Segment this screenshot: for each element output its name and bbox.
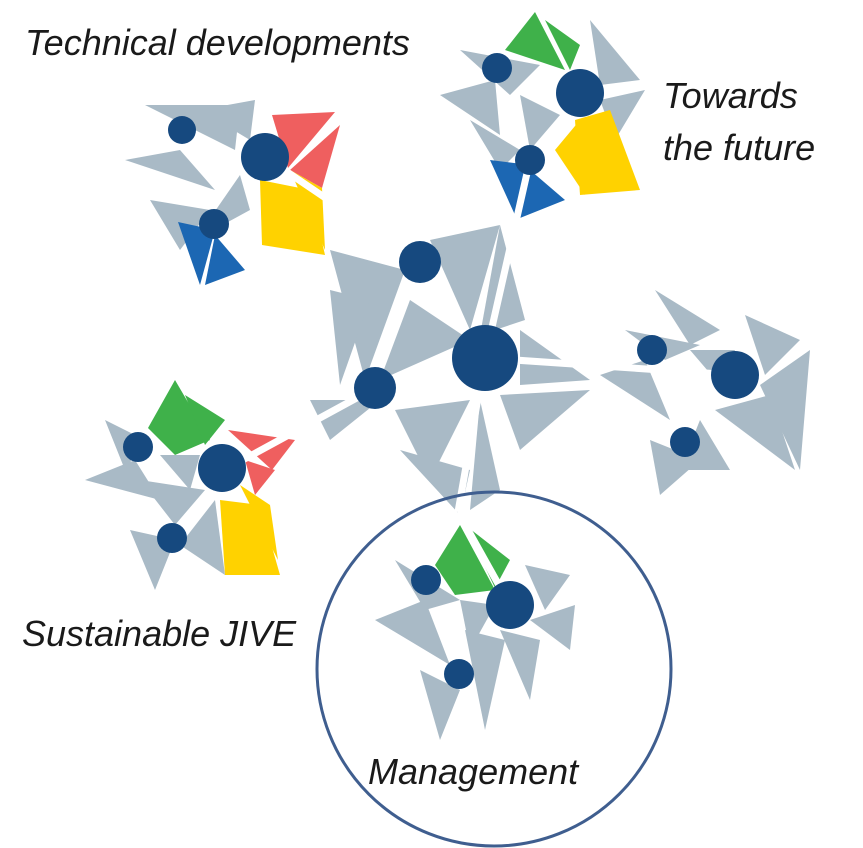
hub-node-left: [354, 367, 396, 409]
sustainable-yellow-wedge: [220, 500, 280, 575]
label-towards: Towards: [663, 75, 798, 116]
management-node-large: [486, 581, 534, 629]
technical-developments-cluster: [125, 100, 340, 285]
hub-node-center: [452, 325, 518, 391]
hub-node-top: [399, 241, 441, 283]
right-node-large: [711, 351, 759, 399]
nodes: [123, 53, 759, 689]
technical-node-medium: [199, 209, 229, 239]
towards-blue-wedge: [490, 160, 530, 215]
sustainable-node-large: [198, 444, 246, 492]
right-node-medium: [670, 427, 700, 457]
management-highlight-ring: [315, 490, 673, 848]
management-green-wedge: [435, 525, 495, 595]
label-the-future: the future: [663, 127, 815, 168]
towards-yellow-wedge: [575, 110, 640, 195]
technical-blue-wedge: [178, 222, 215, 285]
sustainable-jive-cluster: [85, 380, 295, 590]
label-management: Management: [368, 751, 580, 792]
towards-node-medium: [515, 145, 545, 175]
sustainable-node-small: [123, 432, 153, 462]
towards-node-large: [556, 69, 604, 117]
towards-future-cluster: [440, 12, 645, 220]
label-technical-developments: Technical developments: [25, 22, 410, 63]
towards-node-small: [482, 53, 512, 83]
technical-node-large: [241, 133, 289, 181]
label-sustainable-jive: Sustainable JIVE: [22, 613, 297, 654]
technical-node-small: [168, 116, 196, 144]
right-node-small: [637, 335, 667, 365]
sustainable-node-medium: [157, 523, 187, 553]
right-cluster: [600, 290, 810, 495]
towards-green-wedge: [505, 12, 565, 70]
management-cluster: [375, 525, 575, 740]
sustainable-green-wedge: [148, 380, 210, 455]
management-node-medium: [444, 659, 474, 689]
management-node-small: [411, 565, 441, 595]
